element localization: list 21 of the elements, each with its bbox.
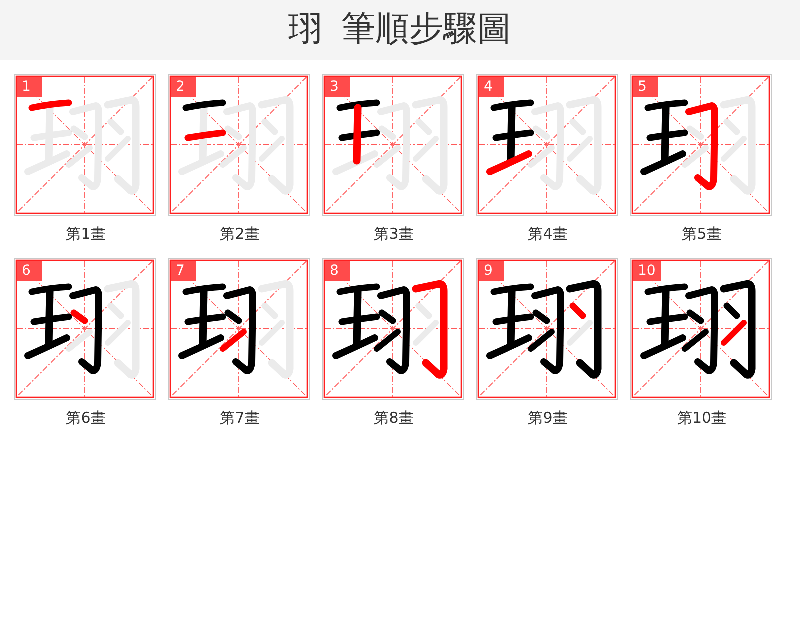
step-number-badge: 9 (479, 261, 504, 281)
page-title: 珝 筆順步驟圖 (288, 8, 512, 50)
step-caption: 第1畫 (66, 225, 106, 243)
step-caption: 第7畫 (220, 409, 260, 427)
step-number-badge: 7 (171, 261, 196, 281)
step-caption: 第9畫 (528, 409, 568, 427)
step-number-badge: 10 (633, 261, 661, 281)
step-caption: 第3畫 (374, 225, 414, 243)
step-caption: 第5畫 (682, 225, 722, 243)
step-caption: 第10畫 (677, 409, 727, 427)
step-number-badge: 5 (633, 77, 658, 97)
step-caption: 第2畫 (220, 225, 260, 243)
step-caption: 第6畫 (66, 409, 106, 427)
step-number-badge: 8 (325, 261, 350, 281)
step-caption: 第8畫 (374, 409, 414, 427)
step-number-badge: 4 (479, 77, 504, 97)
step-caption: 第4畫 (528, 225, 568, 243)
step-number-badge: 6 (17, 261, 42, 281)
step-number-badge: 3 (325, 77, 350, 97)
step-number-badge: 1 (17, 77, 42, 97)
step-number-badge: 2 (171, 77, 196, 97)
